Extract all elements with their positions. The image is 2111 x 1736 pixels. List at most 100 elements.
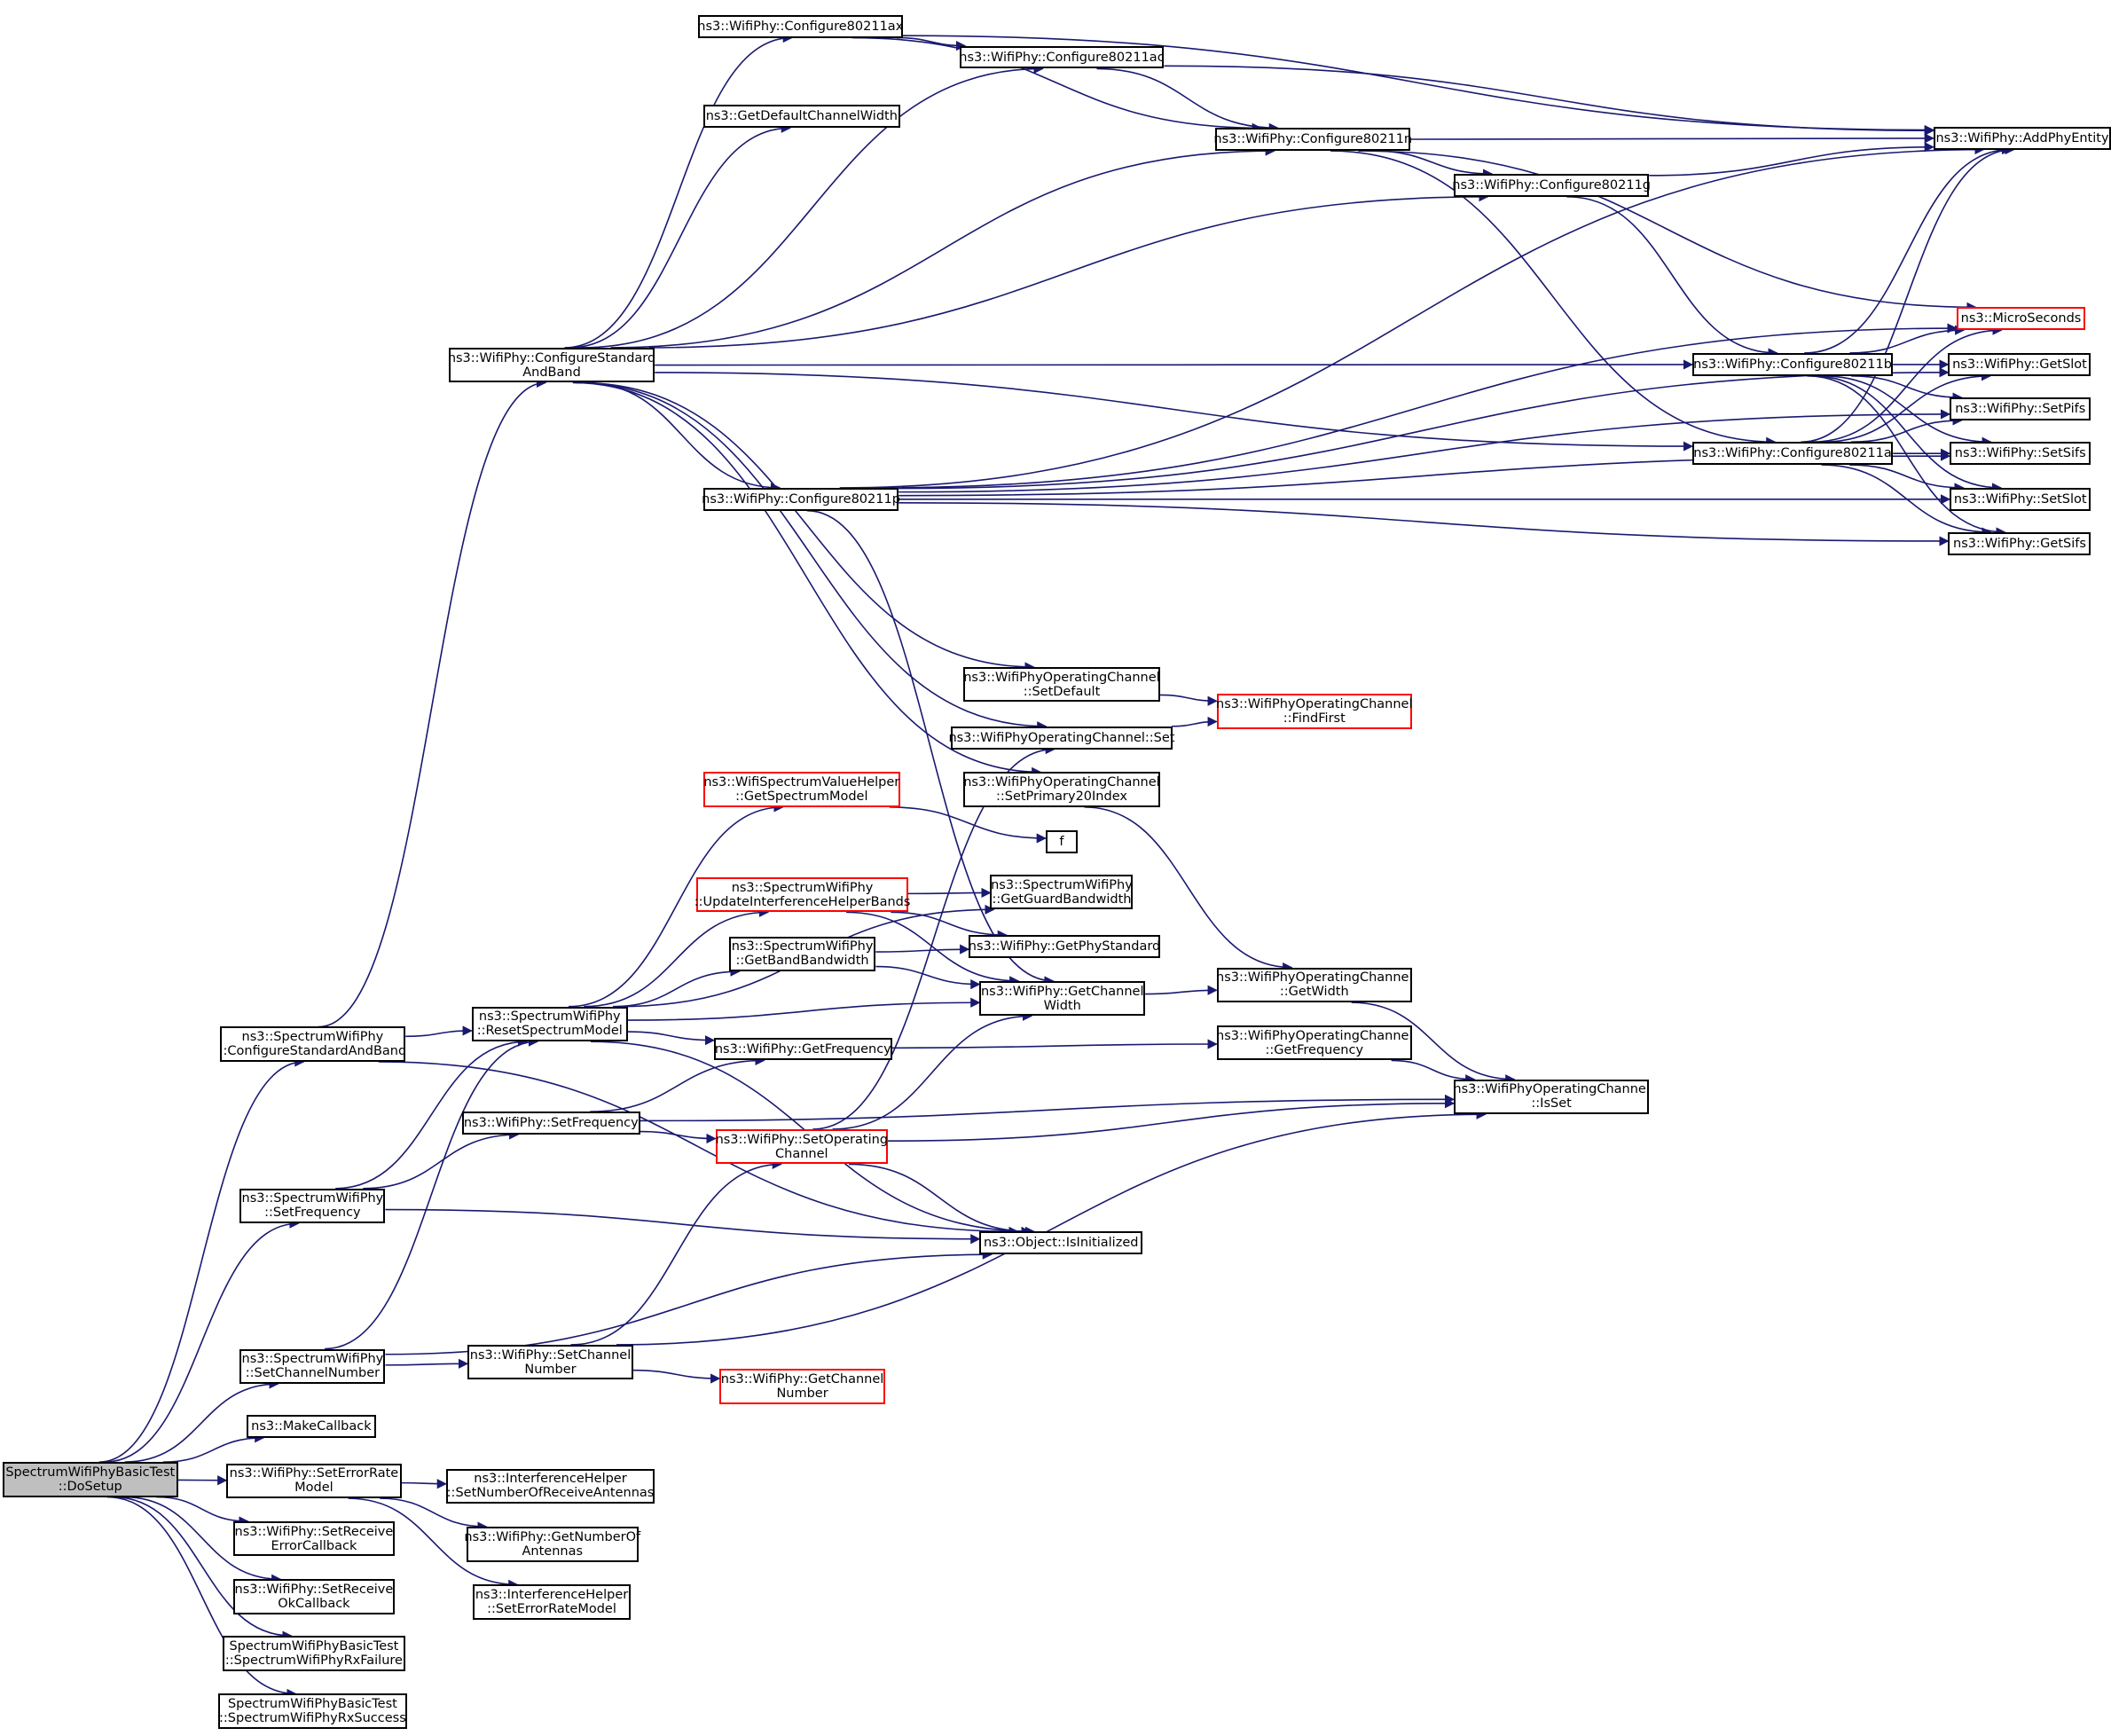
call-edge-c11p-to-getsifs — [899, 502, 1950, 546]
graph-node-ih-setnra[interactable]: ns3::InterferenceHelper ::SetNumberOfRec… — [445, 1468, 655, 1504]
call-edge-oc-getfreq-to-oc-isset — [1391, 1059, 1476, 1085]
call-edge-sw-setchan-to-wp-setchan — [385, 1358, 469, 1369]
call-edge-c11a-to-getslot — [1821, 371, 1992, 444]
graph-node-wp-csab[interactable]: ns3::WifiPhy::ConfigureStandard AndBand — [448, 347, 655, 383]
graph-node-setrxerr[interactable]: ns3::WifiPhy::SetReceive ErrorCallback — [232, 1520, 396, 1557]
call-edge-seterm-to-ih-seterm — [348, 1497, 519, 1590]
call-edge-wp-setfreq-to-oc-isset — [640, 1094, 1456, 1122]
graph-node-c11g[interactable]: ns3::WifiPhy::Configure80211g — [1452, 173, 1651, 197]
call-edge-wp-setchan-to-setopch — [570, 1159, 782, 1346]
call-edge-wp-setfreq-to-wp-getfreq — [590, 1055, 765, 1112]
graph-node-addphy[interactable]: ns3::WifiPhy::AddPhyEntity — [1933, 126, 2111, 150]
graph-node-gbb[interactable]: ns3::SpectrumWifiPhy ::GetBandBandwidth — [728, 936, 876, 972]
graph-node-rxfail[interactable]: SpectrumWifiPhyBasicTest ::SpectrumWifiP… — [222, 1636, 406, 1671]
graph-node-setslot[interactable]: ns3::WifiPhy::SetSlot — [1949, 487, 2091, 511]
call-edge-setopch-to-oc-set — [812, 743, 1056, 1130]
graph-node-sw-csab[interactable]: ns3::SpectrumWifiPhy ::ConfigureStandard… — [219, 1026, 406, 1062]
graph-node-getnant[interactable]: ns3::WifiPhy::GetNumberOf Antennas — [464, 1527, 640, 1562]
graph-node-oc-setdef[interactable]: ns3::WifiPhyOperatingChannel ::SetDefaul… — [963, 666, 1160, 703]
graph-node-oc-getfreq[interactable]: ns3::WifiPhyOperatingChannel ::GetFreque… — [1216, 1025, 1413, 1061]
call-edge-dosetup-to-setrxok — [123, 1496, 282, 1584]
call-edge-dosetup-to-rxfail — [113, 1496, 293, 1641]
graph-node-ih-seterm[interactable]: ns3::InterferenceHelper ::SetErrorRateMo… — [473, 1584, 631, 1620]
graph-node-c11p[interactable]: ns3::WifiPhy::Configure80211p — [702, 487, 900, 511]
graph-node-oc-getwidth[interactable]: ns3::WifiPhyOperatingChannel ::GetWidth — [1216, 967, 1413, 1003]
call-edge-wp-csab-to-c11a — [655, 372, 1693, 452]
graph-node-c11ac[interactable]: ns3::WifiPhy::Configure80211ac — [959, 45, 1165, 69]
call-edge-c11n-to-micro — [1358, 150, 1977, 312]
call-edge-dosetup-to-makecb — [162, 1433, 265, 1463]
graph-node-sw-setfreq[interactable]: ns3::SpectrumWifiPhy ::SetFrequency — [239, 1188, 386, 1224]
graph-node-wp-setchan[interactable]: ns3::WifiPhy::SetChannel Number — [467, 1344, 633, 1380]
call-edge-resetsm-to-getcw — [627, 997, 981, 1021]
graph-node-uihb[interactable]: ns3::SpectrumWifiPhy ::UpdateInterferenc… — [695, 876, 910, 913]
graph-node-isinit[interactable]: ns3::Object::IsInitialized — [979, 1231, 1143, 1255]
graph-node-getps[interactable]: ns3::WifiPhy::GetPhyStandard — [969, 935, 1160, 958]
graph-node-resetsm[interactable]: ns3::SpectrumWifiPhy ::ResetSpectrumMode… — [471, 1006, 628, 1042]
graph-node-getsifs[interactable]: ns3::WifiPhy::GetSifs — [1948, 532, 2091, 555]
call-edge-sw-setchan-to-isinit — [385, 1249, 993, 1355]
call-edge-wp-csab-to-c11ac — [580, 63, 1044, 349]
graph-node-micro[interactable]: ns3::MicroSeconds — [1956, 307, 2086, 331]
call-edge-resetsm-to-wp-getfreq — [627, 1031, 716, 1046]
call-edge-dosetup-to-rxsucc — [106, 1496, 297, 1699]
call-edge-wp-csab-to-oc-setdef — [579, 381, 1035, 672]
call-edge-sw-csab-to-isinit — [378, 1061, 1019, 1237]
call-edge-uihb-to-getcw — [846, 911, 1020, 986]
call-edge-uihb-to-getps — [891, 911, 1008, 940]
call-edge-c11ax-to-c11n — [851, 36, 1262, 133]
graph-node-seterm[interactable]: ns3::WifiPhy::SetErrorRate Model — [226, 1463, 402, 1499]
graph-node-makecb[interactable]: ns3::MakeCallback — [246, 1414, 376, 1438]
graph-node-setsifs[interactable]: ns3::WifiPhy::SetSifs — [1949, 442, 2091, 466]
call-edge-c11a-to-setpifs — [1851, 415, 1963, 444]
graph-node-getslot[interactable]: ns3::WifiPhy::GetSlot — [1948, 352, 2091, 376]
call-edge-c11n-to-c11a — [1330, 150, 1777, 447]
graph-node-oc-set[interactable]: ns3::WifiPhyOperatingChannel::Set — [948, 726, 1174, 750]
call-edge-dosetup-to-sw-csab — [98, 1057, 305, 1463]
call-edge-wp-setchan-to-oc-isset — [616, 1109, 1487, 1346]
call-edge-c11g-to-c11b — [1566, 195, 1778, 358]
call-edge-dosetup-to-sw-setchan — [124, 1379, 279, 1463]
call-edge-wp-csab-to-c11g — [648, 192, 1489, 349]
call-edge-wp-csab-to-c11ax — [564, 32, 793, 349]
graph-node-oc-setp20[interactable]: ns3::WifiPhyOperatingChannel ::SetPrimar… — [963, 772, 1160, 807]
call-edge-dosetup-to-sw-setfreq — [104, 1218, 300, 1463]
graph-node-setopch[interactable]: ns3::WifiPhy::SetOperating Channel — [716, 1128, 888, 1165]
graph-node-setrxok[interactable]: ns3::WifiPhy::SetReceive OkCallback — [232, 1579, 396, 1614]
graph-node-getcw[interactable]: ns3::WifiPhy::GetChannel Width — [979, 980, 1146, 1017]
graph-node-dosetup: SpectrumWifiPhyBasicTest ::DoSetup — [3, 1462, 178, 1497]
call-edge-c11p-to-addphy — [839, 145, 1985, 489]
graph-node-gsm[interactable]: ns3::WifiSpectrumValueHelper ::GetSpectr… — [702, 772, 900, 807]
call-edge-wp-csab-to-getdefcw — [569, 122, 791, 349]
graph-node-getchnum[interactable]: ns3::WifiPhy::GetChannel Number — [719, 1369, 885, 1404]
graph-node-getdefcw[interactable]: ns3::GetDefaultChannelWidth — [702, 105, 900, 129]
call-edge-c11b-to-micro — [1849, 325, 1966, 354]
call-edge-sw-setfreq-to-wp-setfreq — [363, 1129, 520, 1190]
call-edge-c11g-to-addphy — [1649, 142, 1934, 177]
graph-node-wp-setfreq[interactable]: ns3::WifiPhy::SetFrequency — [462, 1112, 640, 1135]
call-edge-dosetup-to-setrxerr — [156, 1496, 249, 1527]
graph-node-oc-isset[interactable]: ns3::WifiPhyOperatingChannel ::IsSet — [1453, 1079, 1650, 1115]
call-edge-setopch-to-oc-isset — [888, 1098, 1456, 1143]
call-edge-gbb-to-getcw — [875, 965, 981, 990]
call-edge-sw-setchan-to-resetsm — [325, 1036, 539, 1350]
call-edge-oc-set-to-oc-findfirst — [1172, 716, 1218, 727]
call-edge-oc-getwidth-to-oc-isset — [1351, 1002, 1516, 1085]
graph-node-c11n[interactable]: ns3::WifiPhy::Configure80211n — [1213, 128, 1412, 152]
graph-node-wp-getfreq[interactable]: ns3::WifiPhy::GetFrequency — [714, 1037, 892, 1061]
graph-node-rxsucc[interactable]: SpectrumWifiPhyBasicTest ::SpectrumWifiP… — [218, 1693, 407, 1729]
call-edge-c11b-to-addphy — [1804, 145, 2013, 354]
graph-node-c11a[interactable]: ns3::WifiPhy::Configure80211a — [1691, 442, 1894, 466]
call-edge-setopch-to-isinit — [848, 1163, 1032, 1237]
graph-node-sw-setchan[interactable]: ns3::SpectrumWifiPhy ::SetChannelNumber — [239, 1348, 386, 1384]
graph-node-f[interactable]: f — [1045, 829, 1079, 853]
graph-node-c11ax[interactable]: ns3::WifiPhy::Configure80211ax — [697, 14, 903, 38]
graph-node-setpifs[interactable]: ns3::WifiPhy::SetPifs — [1949, 397, 2091, 420]
graph-node-oc-findfirst[interactable]: ns3::WifiPhyOperatingChannel ::FindFirst — [1216, 694, 1413, 729]
call-edge-oc-setdef-to-oc-findfirst — [1159, 694, 1218, 706]
graph-node-c11b[interactable]: ns3::WifiPhy::Configure80211b — [1691, 352, 1894, 376]
call-edge-resetsm-to-gbb — [612, 966, 741, 1008]
graph-node-getgb[interactable]: ns3::SpectrumWifiPhy ::GetGuardBandwidth — [990, 874, 1134, 910]
call-edge-wp-csab-to-c11n — [610, 145, 1275, 349]
